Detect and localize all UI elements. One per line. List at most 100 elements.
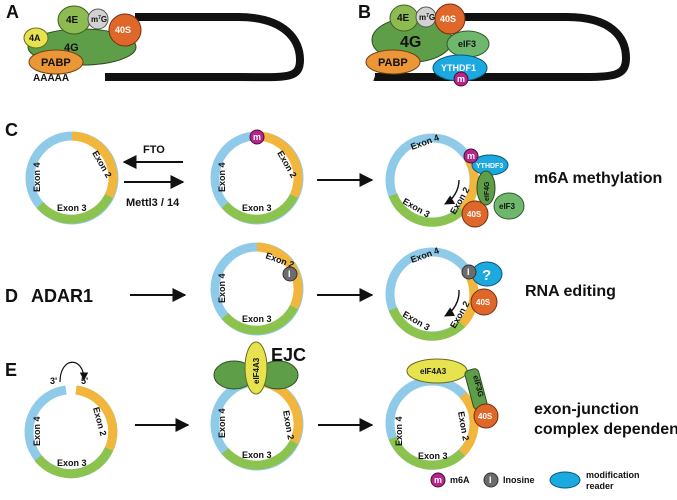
stop-label-b: STOP bbox=[495, 73, 522, 84]
exon3-arc-d2 bbox=[221, 304, 299, 335]
inosine-mark-d2 bbox=[282, 266, 298, 282]
panel-label-e: E bbox=[5, 360, 17, 380]
adar1-label: ADAR1 bbox=[31, 286, 93, 306]
ejc-title-line1: exon-junction bbox=[534, 401, 639, 418]
m6a-mark-c2 bbox=[249, 129, 265, 145]
eif3-label-b: eIF3 bbox=[458, 39, 476, 49]
m6a-glyph-c3: m bbox=[467, 151, 475, 161]
legend-inosine-glyph: I bbox=[489, 475, 492, 485]
legend-m6a-label: m6A bbox=[450, 475, 470, 485]
exon3-arc-c1 bbox=[36, 193, 114, 224]
pabp-a bbox=[28, 49, 84, 75]
exon3-label-c1: Exon 3 bbox=[57, 203, 87, 213]
panel-b: B AUG STOP AAAAA 4G 4E m7G 40S eIF3 YTHD… bbox=[358, 2, 631, 87]
m6a-glyph-b: m bbox=[457, 74, 465, 84]
exon3-arc-e2 bbox=[221, 439, 299, 470]
scanning-arrow-d3 bbox=[444, 289, 460, 317]
ythdf1-label-b: YTHDF1 bbox=[441, 63, 476, 73]
mrna-strand-b bbox=[440, 13, 631, 82]
scanning-arrow-c3 bbox=[444, 179, 460, 205]
eif4a-label-a: 4A bbox=[29, 33, 41, 43]
exon2-arc-e3 bbox=[458, 391, 479, 457]
exon3-label-d2: Exon 3 bbox=[242, 314, 272, 324]
eif4e-label-a: 4E bbox=[66, 15, 79, 26]
polya-label-b: AAAAA bbox=[373, 73, 409, 84]
aug-label-b: AUG bbox=[528, 13, 550, 24]
exon3-arc-e3 bbox=[388, 436, 466, 470]
ythdf3-label-c3: YTHDF3 bbox=[476, 163, 503, 170]
exon2-arc-c2 bbox=[256, 131, 303, 198]
legend-m6a-swatch bbox=[430, 472, 446, 488]
m7g-label-a: m7G bbox=[91, 15, 107, 24]
ribosome-40s-label-a: 40S bbox=[115, 25, 131, 35]
mettl-label: Mettl3 / 14 bbox=[126, 197, 180, 209]
ribosome-40s-label-b: 40S bbox=[440, 14, 456, 24]
circrna-e2: Exon 2 Exon 3 Exon 4 eIF4A3 bbox=[210, 341, 304, 471]
panel-c: C Exon 2 Exon 3 Exon 4 FTO Mettl3 / 14 E… bbox=[5, 120, 662, 228]
exon3-arc-e1 bbox=[34, 446, 114, 479]
exon2-arc-c1 bbox=[71, 131, 118, 198]
circrna-d3: Exon 4 Exon 3 Exon 2 ? I 40S bbox=[385, 245, 503, 341]
m6a-mark-b bbox=[453, 71, 469, 87]
circrna-e1: 3' 5' Exon 2 Exon 3 Exon 4 bbox=[24, 361, 118, 479]
m6a-methylation-title: m6A methylation bbox=[534, 170, 662, 187]
panel-label-b: B bbox=[358, 2, 371, 22]
inosine-glyph-d2: I bbox=[288, 269, 291, 279]
exon3-label-c2: Exon 3 bbox=[242, 203, 272, 213]
eif4a3-label-e2: eIF4A3 bbox=[252, 357, 261, 384]
end5-label: 5' bbox=[81, 376, 88, 386]
panel-e: E 3' 5' Exon 2 Exon 3 Exon 4 Exon 2 Exon… bbox=[5, 341, 677, 479]
ejc-label: EJC bbox=[271, 345, 306, 365]
inosine-glyph-d3: I bbox=[467, 267, 470, 277]
eif3-c3 bbox=[493, 192, 525, 220]
legend-inosine-swatch bbox=[483, 472, 499, 488]
eif4g-c3 bbox=[476, 170, 496, 206]
end3-label: 3' bbox=[50, 376, 57, 386]
m7g-cap-a bbox=[87, 8, 109, 30]
ribosome-40s-label-c3: 40S bbox=[467, 210, 482, 219]
panel-d: D ADAR1 Exon 2 Exon 3 Exon 4 I Exon 4 Ex… bbox=[5, 242, 616, 341]
fto-label: FTO bbox=[143, 144, 165, 156]
ribosome-40s-d3 bbox=[470, 288, 498, 316]
m7g-label-b: m7G bbox=[419, 13, 435, 22]
exon2-arc-e1 bbox=[75, 385, 118, 451]
exon4-label-c1: Exon 4 bbox=[32, 162, 42, 192]
inosine-mark-d3 bbox=[461, 264, 477, 280]
legend: m m6A I Inosine modification reader bbox=[430, 470, 640, 491]
exon3-arc-c2 bbox=[221, 193, 299, 224]
polya-label-a: AAAAA bbox=[33, 73, 69, 84]
ribosome-40s-c3 bbox=[461, 200, 489, 228]
panel-label-a: A bbox=[6, 2, 19, 22]
panel-label-d: D bbox=[5, 286, 18, 306]
legend-reader-swatch bbox=[549, 471, 581, 489]
eif4g-label-b: 4G bbox=[400, 34, 421, 51]
ejc-title-line2: complex dependent bbox=[534, 421, 677, 438]
ribosome-40s-b bbox=[434, 3, 466, 35]
eif4e-label-b: 4E bbox=[397, 13, 410, 24]
rna-editing-title: RNA editing bbox=[525, 283, 616, 300]
eif4g-label-c3: eIF4G bbox=[484, 181, 491, 201]
eif4a-a bbox=[23, 27, 49, 49]
legend-inosine-label: Inosine bbox=[503, 475, 535, 485]
ribosome-40s-a bbox=[108, 13, 142, 47]
ribosome-40s-label-d3: 40S bbox=[476, 298, 491, 307]
exon4-label-e1: Exon 4 bbox=[32, 416, 42, 446]
stop-label-a: STOP bbox=[108, 73, 135, 84]
pabp-label-b: PABP bbox=[378, 57, 408, 69]
circrna-e3: Exon 4 Exon 3 Exon 2 eIF4A3 eIF3G 40S bbox=[385, 358, 499, 470]
exon4-label-c2: Exon 4 bbox=[217, 162, 227, 192]
exon3-label-e3: Exon 3 bbox=[418, 451, 448, 461]
eif4a3-label-e3: eIF4A3 bbox=[420, 367, 447, 376]
legend-reader-line2: reader bbox=[586, 481, 614, 491]
circrna-c1: Exon 2 Exon 3 Exon 4 bbox=[25, 131, 119, 225]
eif4a3-e2 bbox=[244, 341, 268, 395]
exon4-label-e2: Exon 4 bbox=[217, 408, 227, 438]
circrna-c2: Exon 2 Exon 3 Exon 4 m bbox=[210, 129, 304, 225]
exon3-label-e2: Exon 3 bbox=[242, 450, 272, 460]
eif3-label-c3: eIF3 bbox=[499, 202, 516, 211]
exon3-arc-c3 bbox=[388, 193, 466, 227]
mrna-strand-a bbox=[105, 13, 305, 82]
exon3-arc-d3 bbox=[388, 307, 466, 341]
pabp-label-a: PABP bbox=[41, 57, 71, 69]
